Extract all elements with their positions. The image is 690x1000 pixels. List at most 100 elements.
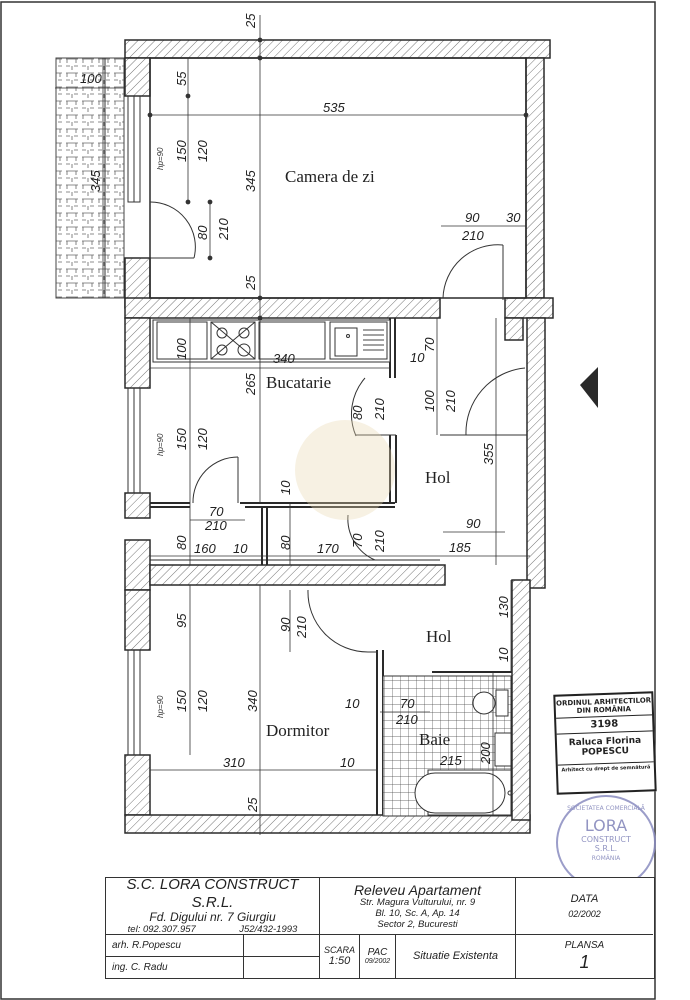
svg-text:hp=90: hp=90: [156, 147, 165, 170]
company-name: S.C. LORA CONSTRUCT S.R.L.: [126, 876, 299, 911]
bathroom-fixtures: [382, 675, 513, 817]
svg-text:150: 150: [174, 690, 189, 712]
sheet-title: Situatie Existenta: [413, 950, 498, 963]
svg-text:70: 70: [209, 504, 224, 519]
svg-text:10: 10: [496, 647, 511, 662]
svg-text:25: 25: [243, 13, 258, 29]
svg-text:70: 70: [422, 337, 437, 352]
room-label-baie: Baie: [419, 730, 450, 749]
svg-text:100: 100: [422, 390, 437, 412]
svg-text:345: 345: [243, 170, 258, 192]
project-address-2: Bl. 10, Sc. A, Ap. 14: [375, 907, 460, 919]
sheet-number: 1: [579, 951, 590, 972]
svg-text:100: 100: [174, 338, 189, 360]
company-seal: SOCIETATEA COMERCIALĂ LORA CONSTRUCT S.R…: [556, 795, 656, 890]
svg-text:120: 120: [195, 140, 210, 162]
engineer-cell: ing. C. Radu: [106, 957, 244, 978]
svg-text:210: 210: [294, 616, 309, 639]
walls: [124, 39, 554, 834]
svg-text:hp=90: hp=90: [156, 695, 165, 718]
room-label-dormitor: Dormitor: [266, 721, 330, 740]
phase-cell: PAC 09/2002: [360, 935, 396, 978]
svg-text:345: 345: [88, 170, 103, 192]
sheet-number-cell: PLANSA 1: [516, 935, 653, 978]
svg-text:210: 210: [372, 398, 387, 421]
svg-text:10: 10: [410, 350, 425, 365]
north-arrow-icon: [580, 367, 598, 408]
svg-text:10: 10: [340, 755, 355, 770]
balcony: [55, 57, 125, 299]
svg-text:120: 120: [195, 428, 210, 450]
svg-text:10: 10: [278, 480, 293, 495]
dimension-labels: 25 100 55 535 hp=90 150 120 345 345 80 2…: [80, 13, 521, 813]
seal-top: SOCIETATEA COMERCIALĂ: [567, 805, 645, 812]
svg-text:25: 25: [243, 275, 258, 291]
seal-center3: S.R.L.: [594, 844, 618, 853]
room-label-hol: Hol: [425, 468, 451, 487]
company-address: Fd. Digului nr. 7 Giurgiu: [149, 909, 276, 924]
svg-text:265: 265: [243, 373, 258, 396]
svg-text:80: 80: [278, 535, 293, 550]
svg-text:150: 150: [174, 140, 189, 162]
date-label: DATA: [570, 892, 599, 905]
svg-text:10: 10: [233, 541, 248, 556]
svg-text:55: 55: [174, 71, 189, 86]
signature-cell-2: [244, 957, 320, 978]
svg-text:355: 355: [481, 443, 496, 465]
title-block: S.C. LORA CONSTRUCT S.R.L. Fd. Digului n…: [105, 876, 655, 979]
sheet-title-cell: Situatie Existenta: [396, 935, 516, 978]
watermark-lion: [295, 420, 395, 520]
phase-date: 09/2002: [364, 958, 391, 966]
stamp-number: 3198: [556, 715, 653, 736]
seal-center: LORA: [584, 816, 628, 835]
svg-text:80: 80: [174, 535, 189, 550]
room-label-bucatarie: Bucatarie: [266, 373, 331, 392]
windows: [127, 95, 141, 756]
svg-text:70: 70: [350, 533, 365, 548]
svg-text:210: 210: [204, 518, 227, 533]
svg-text:90: 90: [278, 617, 293, 632]
stamp-footer: Arhitect cu drept de semnătură: [561, 764, 651, 774]
svg-text:120: 120: [195, 690, 210, 712]
room-label-camera-de-zi: Camera de zi: [285, 167, 375, 186]
svg-text:200: 200: [478, 742, 493, 765]
svg-text:170: 170: [317, 541, 339, 556]
svg-text:340: 340: [245, 690, 260, 712]
stamp-name2: POPESCU: [557, 746, 654, 766]
svg-text:90: 90: [466, 516, 481, 531]
room-labels: Camera de zi Bucatarie Hol Hol Dormitor …: [266, 167, 452, 749]
svg-text:210: 210: [443, 390, 458, 413]
svg-text:340: 340: [273, 351, 295, 366]
scale-cell: SCARA 1:50: [320, 935, 360, 978]
project-title: Releveu Apartament: [353, 881, 482, 898]
room-label-hol-2: Hol: [426, 627, 452, 646]
svg-text:100: 100: [80, 71, 102, 86]
svg-text:210: 210: [216, 218, 231, 241]
seal-center2: CONSTRUCT: [581, 835, 631, 844]
architect-stamp: ORDINUL ARHITECTILOR DIN ROMÂNIA 3198 Ra…: [553, 691, 657, 795]
svg-text:210: 210: [372, 530, 387, 553]
svg-text:210: 210: [395, 712, 418, 727]
svg-text:215: 215: [439, 753, 462, 768]
svg-text:185: 185: [449, 540, 471, 555]
svg-text:160: 160: [194, 541, 216, 556]
svg-text:210: 210: [461, 228, 484, 243]
seal-bottom: ROMÂNIA: [591, 855, 621, 862]
sheet-label: PLANSA: [564, 940, 605, 952]
kitchen-counter: [152, 319, 391, 363]
dimension-lines: [55, 15, 530, 835]
company-cell: S.C. LORA CONSTRUCT S.R.L. Fd. Digului n…: [106, 876, 320, 935]
phase-label: PAC: [367, 946, 388, 958]
company-phone: tel: 092.307.957: [127, 923, 196, 935]
engineer-name: ing. C. Radu: [112, 961, 168, 973]
architect-name: arh. R.Popescu: [112, 939, 181, 951]
company-registry: J52/432-1993: [239, 923, 298, 935]
svg-text:70: 70: [400, 696, 415, 711]
svg-text:80: 80: [195, 225, 210, 240]
svg-text:80: 80: [350, 405, 365, 420]
svg-text:25: 25: [245, 797, 260, 813]
svg-text:130: 130: [496, 596, 511, 618]
drawing-frame: [0, 1, 656, 1000]
svg-text:10: 10: [345, 696, 360, 711]
